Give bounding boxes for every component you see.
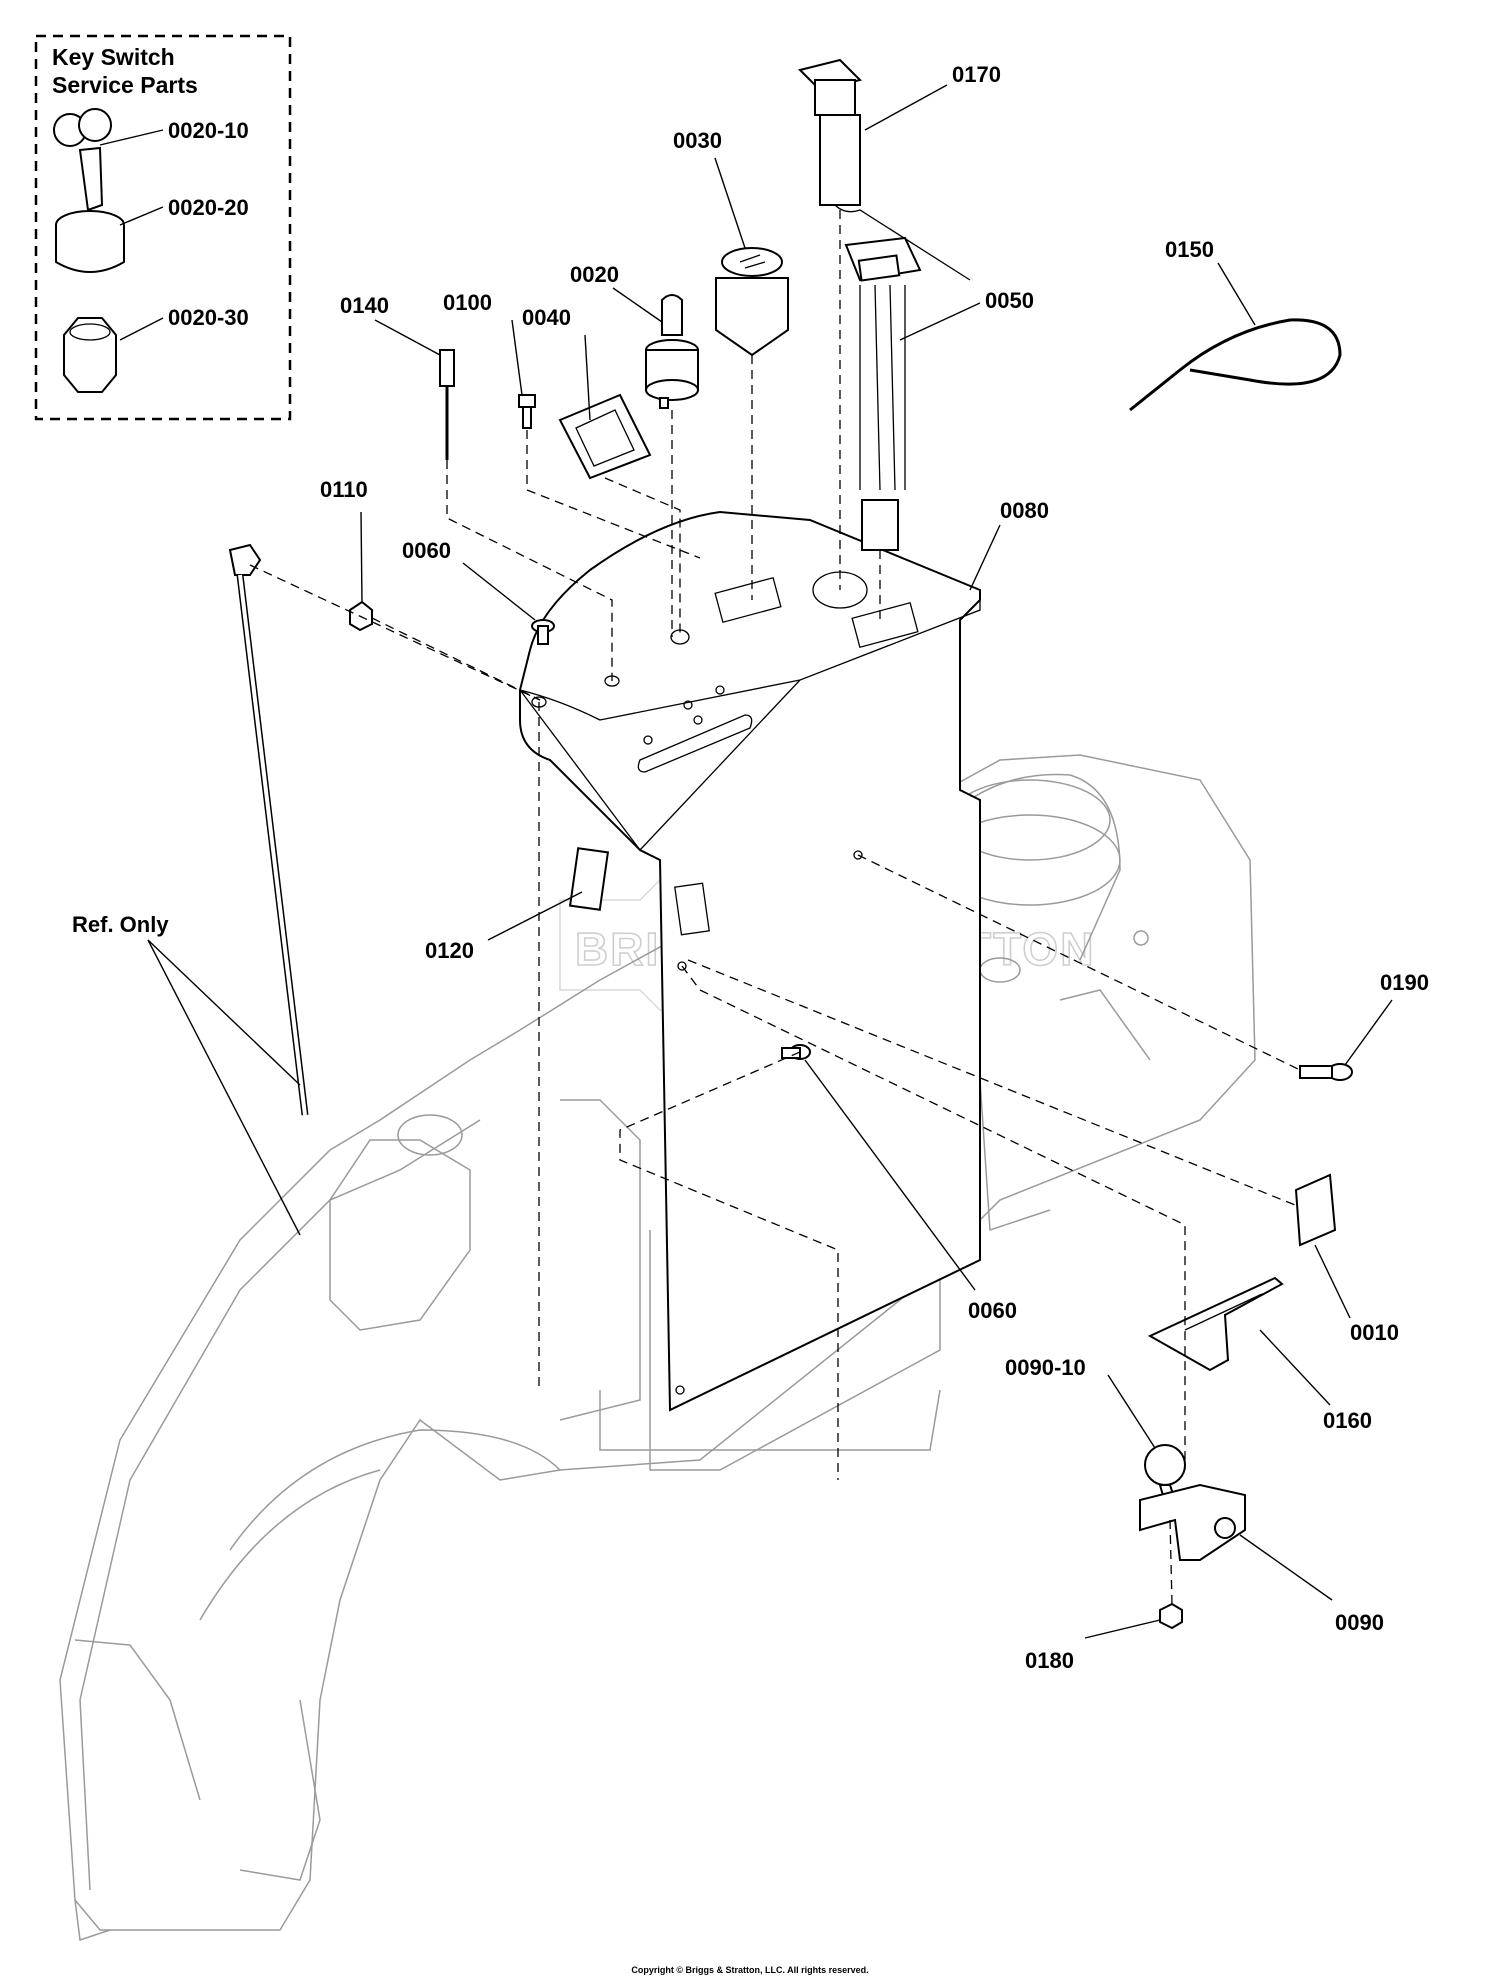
reference-strap [228,543,309,1116]
inset-cover [55,210,125,273]
callout-0020-20: 0020-20 [168,195,249,220]
screw-upper [531,619,555,645]
inset-title-line2: Service Parts [52,72,198,98]
copyright-notice: Copyright © Briggs & Stratton, LLC. All … [631,1965,868,1975]
callout-0110: 0110 [320,477,368,502]
lead-wire [439,349,455,460]
callout-0170: 0170 [952,62,1001,87]
nut-lower [1159,1602,1183,1630]
throttle-control [1139,1444,1246,1561]
screw-lower [781,1044,811,1060]
callout-0150: 0150 [1165,237,1214,262]
cap [1294,1173,1337,1247]
inset-nut [63,317,117,393]
callout-0010: 0010 [1350,1320,1399,1345]
leader-lines [99,84,1393,1639]
callout-0020-30: 0020-30 [168,305,249,330]
callout-0020: 0020 [570,262,619,287]
pin [518,394,536,429]
pto-switch [715,247,789,357]
assembly-lines [249,210,1301,1605]
callout-ref-only: Ref. Only [72,912,169,937]
screw-side [1299,1063,1353,1081]
callout-0090: 0090 [1335,1610,1384,1635]
callout-0180: 0180 [1025,1648,1074,1673]
callout-0040: 0040 [522,305,571,330]
slotted-plate [1147,1276,1284,1372]
callout-0140: 0140 [340,293,389,318]
callout-0050: 0050 [985,288,1034,313]
key-switch [645,294,699,409]
callout-0080: 0080 [1000,498,1049,523]
usb-outlet [798,58,971,281]
decal [568,847,610,911]
inset-box [34,34,292,421]
dash-panel-bracket [519,510,981,1412]
inset-title-line1: Key Switch [52,44,175,70]
bezel [558,393,652,480]
callout-0190: 0190 [1380,970,1429,995]
callout-0030: 0030 [673,128,722,153]
callout-0060-upper: 0060 [402,538,451,563]
callout-0100: 0100 [443,290,492,315]
hour-meter [844,236,922,551]
callout-0020-10: 0020-10 [168,118,249,143]
callout-0160: 0160 [1323,1408,1372,1433]
callout-0060-lower: 0060 [968,1298,1017,1323]
callout-0090-10: 0090-10 [1005,1355,1086,1380]
callout-labels: 0020-10 0020-20 0020-30 0170 0030 0150 0… [72,62,1429,1673]
inset-keys [53,108,112,212]
callout-0120: 0120 [425,938,474,963]
cable-tie [1129,318,1342,412]
